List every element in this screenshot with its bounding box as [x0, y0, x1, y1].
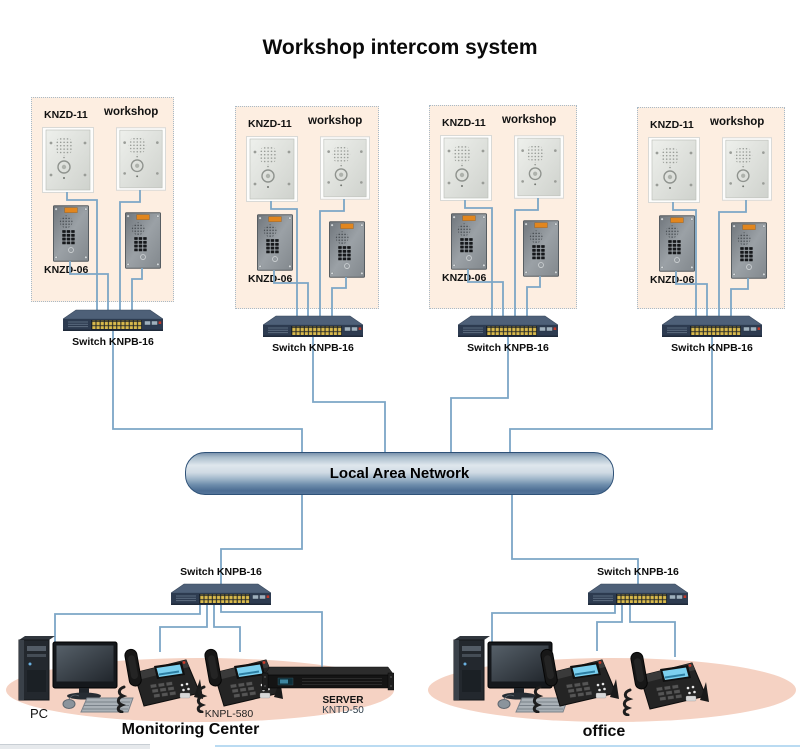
- ip-phone-icon: [616, 646, 711, 716]
- model-label-knzd06: KNZD-06: [44, 264, 89, 276]
- model-label-knzd11: KNZD-11: [442, 117, 486, 129]
- keypad-intercom-icon: [329, 221, 365, 278]
- workshop-zone-3: KNZD-11 workshop KNZD-06: [429, 105, 577, 309]
- intercom-panel-icon: [246, 136, 298, 202]
- model-label-knzd11: KNZD-11: [248, 118, 292, 130]
- zone-label: workshop: [502, 114, 557, 126]
- zone-label: workshop: [308, 115, 363, 127]
- switch-label: Switch KNPB-16: [597, 566, 679, 578]
- office-label: office: [582, 723, 626, 740]
- pc-label: PC: [30, 706, 49, 721]
- server-icon: [262, 664, 394, 694]
- keypad-intercom-icon: [257, 214, 293, 271]
- wires-switch-to-lan: [112, 330, 713, 456]
- intercom-panel-icon: [320, 136, 370, 200]
- model-label-knzd06: KNZD-06: [650, 274, 695, 286]
- model-label-knzd11: KNZD-11: [44, 109, 88, 121]
- network-switch-icon: [171, 583, 271, 609]
- window-edge-sliver: [0, 744, 150, 749]
- keypad-intercom-icon: [451, 213, 487, 270]
- switch-label: Switch KNPB-16: [467, 342, 549, 354]
- switch-label: Switch KNPB-16: [72, 336, 154, 348]
- page-title: Workshop intercom system: [262, 36, 538, 59]
- phone-model-label: KNPL-580: [204, 708, 254, 720]
- keypad-intercom-icon: [731, 222, 767, 279]
- lan-backbone: Local Area Network: [185, 452, 614, 495]
- network-switch-icon: [263, 315, 363, 341]
- workshop-zone-2: KNZD-11 workshop KNZD-06: [235, 106, 379, 309]
- wires-lan-to-bottom-switches: [220, 490, 639, 588]
- keypad-intercom-icon: [125, 212, 161, 269]
- model-label-knzd11: KNZD-11: [650, 119, 694, 131]
- intercom-panel-icon: [648, 137, 700, 203]
- workshop-zone-4: KNZD-11 workshop KNZD-06: [637, 107, 785, 309]
- switch-label: Switch KNPB-16: [180, 566, 262, 578]
- keypad-intercom-icon: [659, 215, 695, 272]
- network-switch-icon: [63, 309, 163, 335]
- monitoring-center-label: Monitoring Center: [121, 721, 260, 738]
- switch-label: Switch KNPB-16: [671, 342, 753, 354]
- network-switch-icon: [588, 583, 688, 609]
- intercom-panel-icon: [440, 135, 492, 201]
- lan-label: Local Area Network: [329, 465, 470, 482]
- intercom-panel-icon: [514, 135, 564, 199]
- server-model-label: KNTD-50: [322, 705, 364, 716]
- network-switch-icon: [458, 315, 558, 341]
- network-switch-icon: [662, 315, 762, 341]
- ip-phone-icon: [526, 643, 621, 713]
- model-label-knzd06: KNZD-06: [442, 272, 487, 284]
- intercom-panel-icon: [722, 137, 772, 201]
- keypad-intercom-icon: [523, 220, 559, 277]
- workshop-zone-1: KNZD-11 workshop KNZD-06: [31, 97, 174, 302]
- intercom-panel-icon: [42, 127, 94, 193]
- zone-label: workshop: [104, 106, 159, 118]
- intercom-panel-icon: [116, 127, 166, 191]
- keypad-intercom-icon: [53, 205, 89, 262]
- window-edge-sliver: [215, 745, 800, 747]
- switch-label: Switch KNPB-16: [272, 342, 354, 354]
- zone-label: workshop: [710, 116, 765, 128]
- server-title-label: SERVER: [322, 695, 364, 706]
- model-label-knzd06: KNZD-06: [248, 273, 293, 285]
